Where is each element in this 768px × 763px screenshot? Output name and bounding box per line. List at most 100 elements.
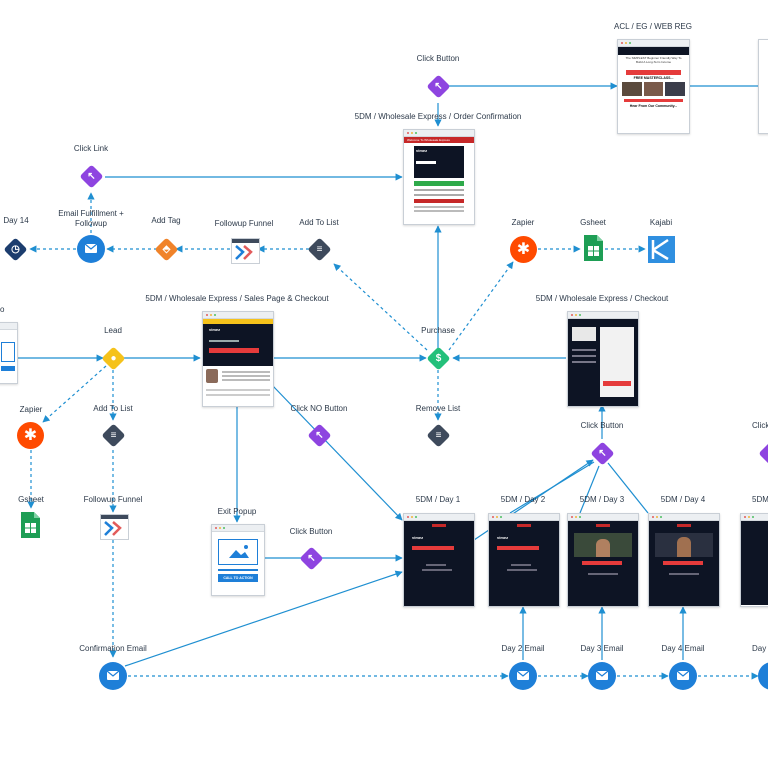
order-confirmation-page-node[interactable]: Welcome To Wholesale Express vimez (403, 129, 475, 225)
purchase-node[interactable]: $ (426, 346, 451, 371)
envelope-icon (676, 670, 690, 680)
label-add-tag: Add Tag (151, 216, 181, 225)
cursor-icon: ↖ (315, 430, 324, 441)
zapier-icon: ✱ (23, 427, 38, 444)
day5-email-node[interactable] (758, 662, 768, 690)
lead-node[interactable]: ● (101, 346, 126, 371)
dollar-icon: $ (435, 353, 442, 364)
day2-email-node[interactable] (509, 662, 537, 690)
label-email-fulfillment: Email Fulfillment + Followup (58, 209, 124, 228)
followup-funnel-top-node[interactable] (231, 238, 260, 264)
gsheet-right-node[interactable] (584, 235, 603, 261)
label-exit-popup: Exit Popup (217, 507, 257, 516)
add-to-list-top-node[interactable]: ≡ (307, 237, 332, 262)
click-button-mid-node[interactable]: ↖ (299, 546, 324, 571)
zapier-left-node[interactable]: ✱ (17, 422, 44, 449)
acl-subheadline: FREE MASTERCLASS... (633, 76, 674, 80)
label-click-link: Click Link (73, 144, 109, 153)
label-day4: 5DM / Day 4 (660, 495, 706, 504)
acl-footer: Hear From Our Community... (629, 104, 678, 108)
envelope-icon (516, 670, 530, 680)
click-button-right-node[interactable]: ↖ (590, 441, 615, 466)
list-icon: ≡ (435, 430, 442, 441)
label-day5-email-cut: Day (752, 644, 767, 653)
edge-purchase-to-addlist (333, 263, 428, 351)
order-header: Welcome To Wholesale Express (404, 137, 474, 143)
spreadsheet-icon (584, 235, 603, 261)
label-order-confirmation: 5DM / Wholesale Express / Order Confirma… (354, 112, 522, 121)
edge-confirm-to-day1 (124, 570, 403, 667)
remove-list-node[interactable]: ≡ (426, 423, 451, 448)
label-gsheet-right: Gsheet (580, 218, 606, 227)
label-lead: Lead (104, 326, 122, 335)
label-followup-funnel-top: Followup Funnel (214, 219, 274, 228)
label-sales-page: 5DM / Wholesale Express / Sales Page & C… (145, 294, 329, 303)
day4-page-node[interactable] (648, 513, 720, 607)
gsheet-left-node[interactable] (21, 512, 40, 538)
label-followup-funnel-left: Followup Funnel (83, 495, 143, 504)
add-tag-node[interactable]: ⬘ (154, 237, 179, 262)
envelope-icon (84, 243, 98, 253)
acl-headline: The SIMPLEST Beginner Friendly Way To Bu… (625, 56, 682, 64)
day5-page-node[interactable] (740, 513, 768, 607)
label-kajabi: Kajabi (649, 218, 673, 227)
followup-funnel-left-node[interactable] (100, 514, 129, 540)
edge-day3-to-click (579, 465, 600, 514)
label-zapier-left: Zapier (19, 405, 43, 414)
click-link-node[interactable]: ↖ (79, 164, 104, 189)
cursor-icon: ↖ (87, 171, 96, 182)
checkout-page-node[interactable] (567, 311, 639, 407)
click-no-button-node[interactable]: ↖ (307, 423, 332, 448)
day-14-wait-node[interactable]: ◷ (3, 237, 28, 262)
funnel-icon (101, 515, 128, 536)
confirmation-email-node[interactable] (99, 662, 127, 690)
acl-reg-page-node[interactable]: The SIMPLEST Beginner Friendly Way To Bu… (617, 39, 690, 134)
kajabi-node[interactable] (648, 236, 675, 263)
label-gsheet-left: Gsheet (18, 495, 44, 504)
label-click-button-right: Click Button (580, 421, 624, 430)
label-day1: 5DM / Day 1 (415, 495, 461, 504)
day3-page-node[interactable] (567, 513, 639, 607)
label-click-no-button: Click NO Button (290, 404, 348, 413)
day2-page-node[interactable]: vimez (488, 513, 560, 607)
click-button-top-node[interactable]: ↖ (426, 74, 451, 99)
label-zapier-right: Zapier (511, 218, 535, 227)
label-confirmation-email: Confirmation Email (79, 644, 147, 653)
label-day2: 5DM / Day 2 (500, 495, 546, 504)
brand-logo: vimez (209, 327, 221, 332)
edge-lead-to-zapier (42, 365, 107, 423)
label-day3-email: Day 3 Email (580, 644, 624, 653)
label-day5-cut: 5DM (752, 495, 768, 504)
envelope-icon (595, 670, 609, 680)
label-checkout: 5DM / Wholesale Express / Checkout (535, 294, 669, 303)
brand-logo: vimez (416, 148, 428, 153)
list-icon: ≡ (316, 244, 323, 255)
zapier-icon: ✱ (516, 241, 531, 258)
label-click-right-edge: Click (752, 421, 768, 430)
brand-logo: vimez (497, 535, 509, 540)
cursor-icon: ↖ (598, 448, 607, 459)
email-fulfillment-node[interactable] (77, 235, 105, 263)
right-edge-page-node[interactable] (758, 39, 768, 134)
list-icon: ≡ (110, 430, 117, 441)
label-click-button-mid: Click Button (289, 527, 333, 536)
label-add-to-list-left: Add To List (93, 404, 133, 413)
day3-email-node[interactable] (588, 662, 616, 690)
label-day-14: Day 14 (3, 216, 29, 225)
envelope-icon (106, 670, 120, 680)
funnel-icon (232, 239, 259, 260)
optin-page-node[interactable] (0, 322, 18, 384)
exit-popup-page-node[interactable]: CALL TO ACTION (211, 524, 265, 596)
label-acl-reg: ACL / EG / WEB REG (614, 22, 692, 31)
exit-popup-cta: CALL TO ACTION (218, 574, 258, 582)
day4-email-node[interactable] (669, 662, 697, 690)
sales-page-node[interactable]: vimez (202, 311, 274, 407)
day1-page-node[interactable]: vimez (403, 513, 475, 607)
brand-logo: vimez (412, 535, 424, 540)
edge-day4-to-click (607, 462, 649, 514)
add-to-list-left-node[interactable]: ≡ (101, 423, 126, 448)
tag-icon: ⬘ (162, 244, 171, 255)
label-day4-email: Day 4 Email (661, 644, 705, 653)
zapier-right-node[interactable]: ✱ (510, 236, 537, 263)
